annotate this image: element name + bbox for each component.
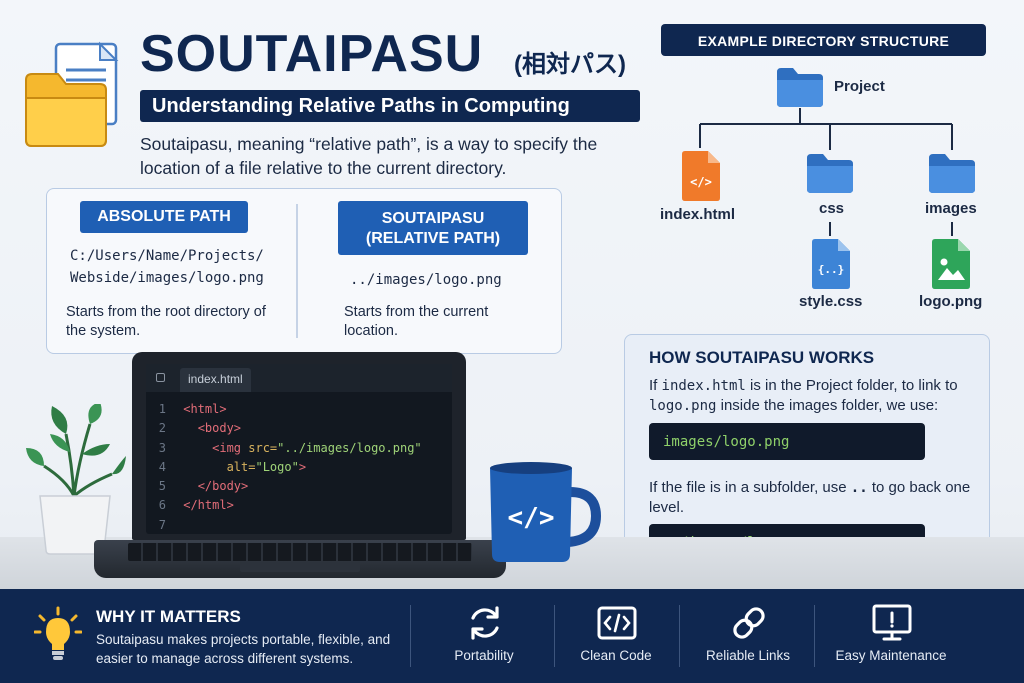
footer-bar [0,589,1024,683]
how-text-1-code-index: index.html [661,378,746,394]
absolute-path-description: Starts from the root directory of the sy… [66,304,266,339]
code-line-2: <body> [176,419,422,438]
relative-path-label: SOUTAIPASU (RELATIVE PATH) [338,201,528,255]
directory-structure-header: EXAMPLE DIRECTORY STRUCTURE [661,24,986,56]
code-line-6: </html> [176,496,422,515]
html-file-glyph: </> [690,175,712,189]
editor-code: <html> <body> <img src="../images/logo.p… [176,400,422,516]
project-folder-label: Project [834,78,885,95]
image-file-icon [932,239,970,289]
line-number: 7 [158,517,166,532]
laptop-keyboard [128,543,472,561]
absolute-path-example: C:/Users/Name/Projects/ Webside/images/l… [70,245,290,289]
relative-path-label-line-2: (RELATIVE PATH) [365,230,501,247]
code-token: <body> [197,421,242,436]
logo-png-label: logo.png [919,293,983,310]
mug-code-glyph: </> [508,503,555,533]
coffee-mug-illustration: </> [490,462,602,562]
style-css-label: style.css [799,293,863,310]
footer-divider [554,605,555,667]
comparison-divider [296,204,298,338]
code-line-1: <html> [176,400,422,419]
footer-divider [679,605,680,667]
code-token: > [298,459,307,474]
line-number: 5 [158,479,166,494]
css-file-icon: {..} [812,239,850,289]
footer-divider [410,605,411,667]
css-folder-icon [807,154,853,193]
images-folder-icon [929,154,975,193]
index-html-label: index.html [660,206,736,223]
feature-portability-label: Portability [454,648,514,663]
directory-tree-connectors [699,108,953,236]
relative-path-example: ../images/logo.png [350,272,502,288]
refresh-icon [471,606,499,640]
link-icon [733,607,765,639]
feature-easy-maintenance-label: Easy Maintenance [835,648,947,663]
page-subtitle: Understanding Relative Paths in Computin… [140,90,640,122]
laptop-screen [146,364,452,534]
line-number: 6 [158,498,166,513]
code-line-4: alt="Logo"> [176,458,422,477]
page-title-japanese: (相対パス) [514,51,626,78]
how-it-works-text-2: If the file is in a subfolder, use .. to… [649,478,979,518]
feature-clean-code-label: Clean Code [580,648,652,663]
code-token: <html> [183,402,227,416]
css-file-glyph: {..} [818,263,845,276]
relative-path-label-line-1: SOUTAIPASU [381,210,485,227]
editor-line-numbers: 1 2 3 4 5 6 7 [152,400,166,535]
potted-plant-illustration [26,404,126,555]
css-folder-label: css [819,200,845,217]
document-folder-illustration [25,41,119,147]
line-number: 2 [158,421,166,436]
code-token: "../images/logo.png" [277,440,422,455]
project-folder-icon [777,68,823,107]
monitor-icon [872,604,912,641]
feature-reliable-links-label: Reliable Links [705,648,791,663]
relative-path-description: Starts from the current location. [344,304,489,339]
how-it-works-text-1: If index.html is in the Project folder, … [649,376,979,416]
why-it-matters-text: Soutaipasu makes projects portable, flex… [96,632,391,666]
laptop-trackpad [240,562,360,572]
code-line-3: <img src="../images/logo.png" [176,439,422,458]
code-token: "Logo" [255,459,299,474]
code-line-5: </body> [176,477,422,496]
how-text-1-mid: is in the Project folder, to link to [745,377,958,394]
code-window-icon [597,606,637,640]
page-title: SOUTAIPASU [140,25,484,83]
lightbulb-icon [34,606,82,660]
html-file-icon: </> [682,151,720,201]
how-text-1-pre: If [649,377,662,394]
editor-file-icon [156,373,165,382]
how-text-1-code-logo: logo.png [649,398,717,414]
line-number: 3 [158,440,166,455]
absolute-path-line-2: Webside/images/logo.png [70,270,264,286]
why-it-matters-title: WHY IT MATTERS [96,607,241,626]
how-text-2-post: to go back one level. [649,479,971,516]
code-token: </body> [197,479,249,494]
intro-text: Soutaipasu, meaning “relative path”, is … [140,134,598,178]
how-text-1-post: inside the images folder, we use: [716,397,939,414]
absolute-path-line-1: C:/Users/Name/Projects/ [70,248,264,264]
code-token: <img [212,440,242,455]
code-token: alt= [226,459,256,474]
line-number: 1 [158,402,166,416]
code-token: </html> [183,498,234,513]
how-text-2-pre: If the file is in a subfolder, use [649,479,851,496]
absolute-path-label: ABSOLUTE PATH [80,201,248,233]
code-token: src= [241,440,278,455]
images-folder-label: images [925,200,977,217]
line-number: 4 [158,459,166,474]
footer-divider [814,605,815,667]
how-text-2-code-dotdot: .. [850,480,868,496]
relative-path-code-example-1: images/logo.png [649,423,925,460]
how-it-works-title: HOW SOUTAIPASU WORKS [649,348,875,367]
editor-tab-index-html[interactable]: index.html [180,368,251,392]
